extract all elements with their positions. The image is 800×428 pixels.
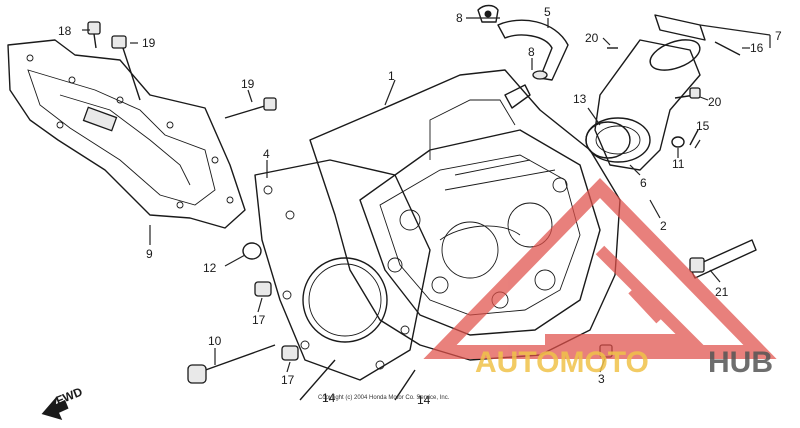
label-20a: 20 (585, 31, 599, 45)
label-6: 6 (640, 176, 647, 190)
label-8b: 8 (528, 45, 535, 59)
label-4: 4 (263, 147, 270, 161)
leader-lines (82, 17, 771, 373)
label-17b: 17 (281, 373, 295, 387)
fwd-label: FWD (54, 384, 85, 407)
label-13: 13 (573, 92, 587, 106)
label-12: 12 (203, 261, 217, 275)
bolt-set (87, 21, 741, 401)
small-parts (242, 136, 757, 361)
copyright-text: Copyright (c) 2004 Honda Motor Co. Servi… (318, 395, 450, 401)
label-18: 18 (58, 24, 72, 38)
label-1: 1 (388, 69, 395, 83)
label-15: 15 (696, 119, 710, 133)
label-14b: 14 (417, 393, 431, 407)
part-labels: 1 2 3 4 5 6 7 8 8 9 10 11 12 13 14 14 15… (58, 5, 782, 407)
label-16: 16 (750, 41, 764, 55)
label-19b: 19 (241, 77, 255, 91)
label-10: 10 (208, 334, 222, 348)
label-7: 7 (775, 29, 782, 43)
label-11: 11 (672, 157, 685, 171)
label-8a: 8 (456, 11, 463, 25)
watermark-logo (423, 177, 777, 359)
part-heat-cover (7, 39, 246, 229)
label-17a: 17 (252, 313, 266, 327)
label-5: 5 (544, 5, 551, 19)
fwd-indicator: FWD (41, 384, 85, 420)
label-3: 3 (598, 372, 605, 386)
label-21: 21 (715, 285, 729, 299)
watermark-text-a: AUTOMOTO (475, 346, 649, 379)
part-intake-insulator (585, 14, 706, 171)
label-9: 9 (146, 247, 153, 261)
watermark-text-b: HUB (708, 346, 773, 379)
label-19a: 19 (142, 36, 156, 50)
label-20b: 20 (708, 95, 722, 109)
label-14a: 14 (322, 391, 336, 405)
label-2: 2 (660, 219, 667, 233)
part-breather-tube (477, 4, 569, 81)
part-gasket (254, 159, 431, 381)
